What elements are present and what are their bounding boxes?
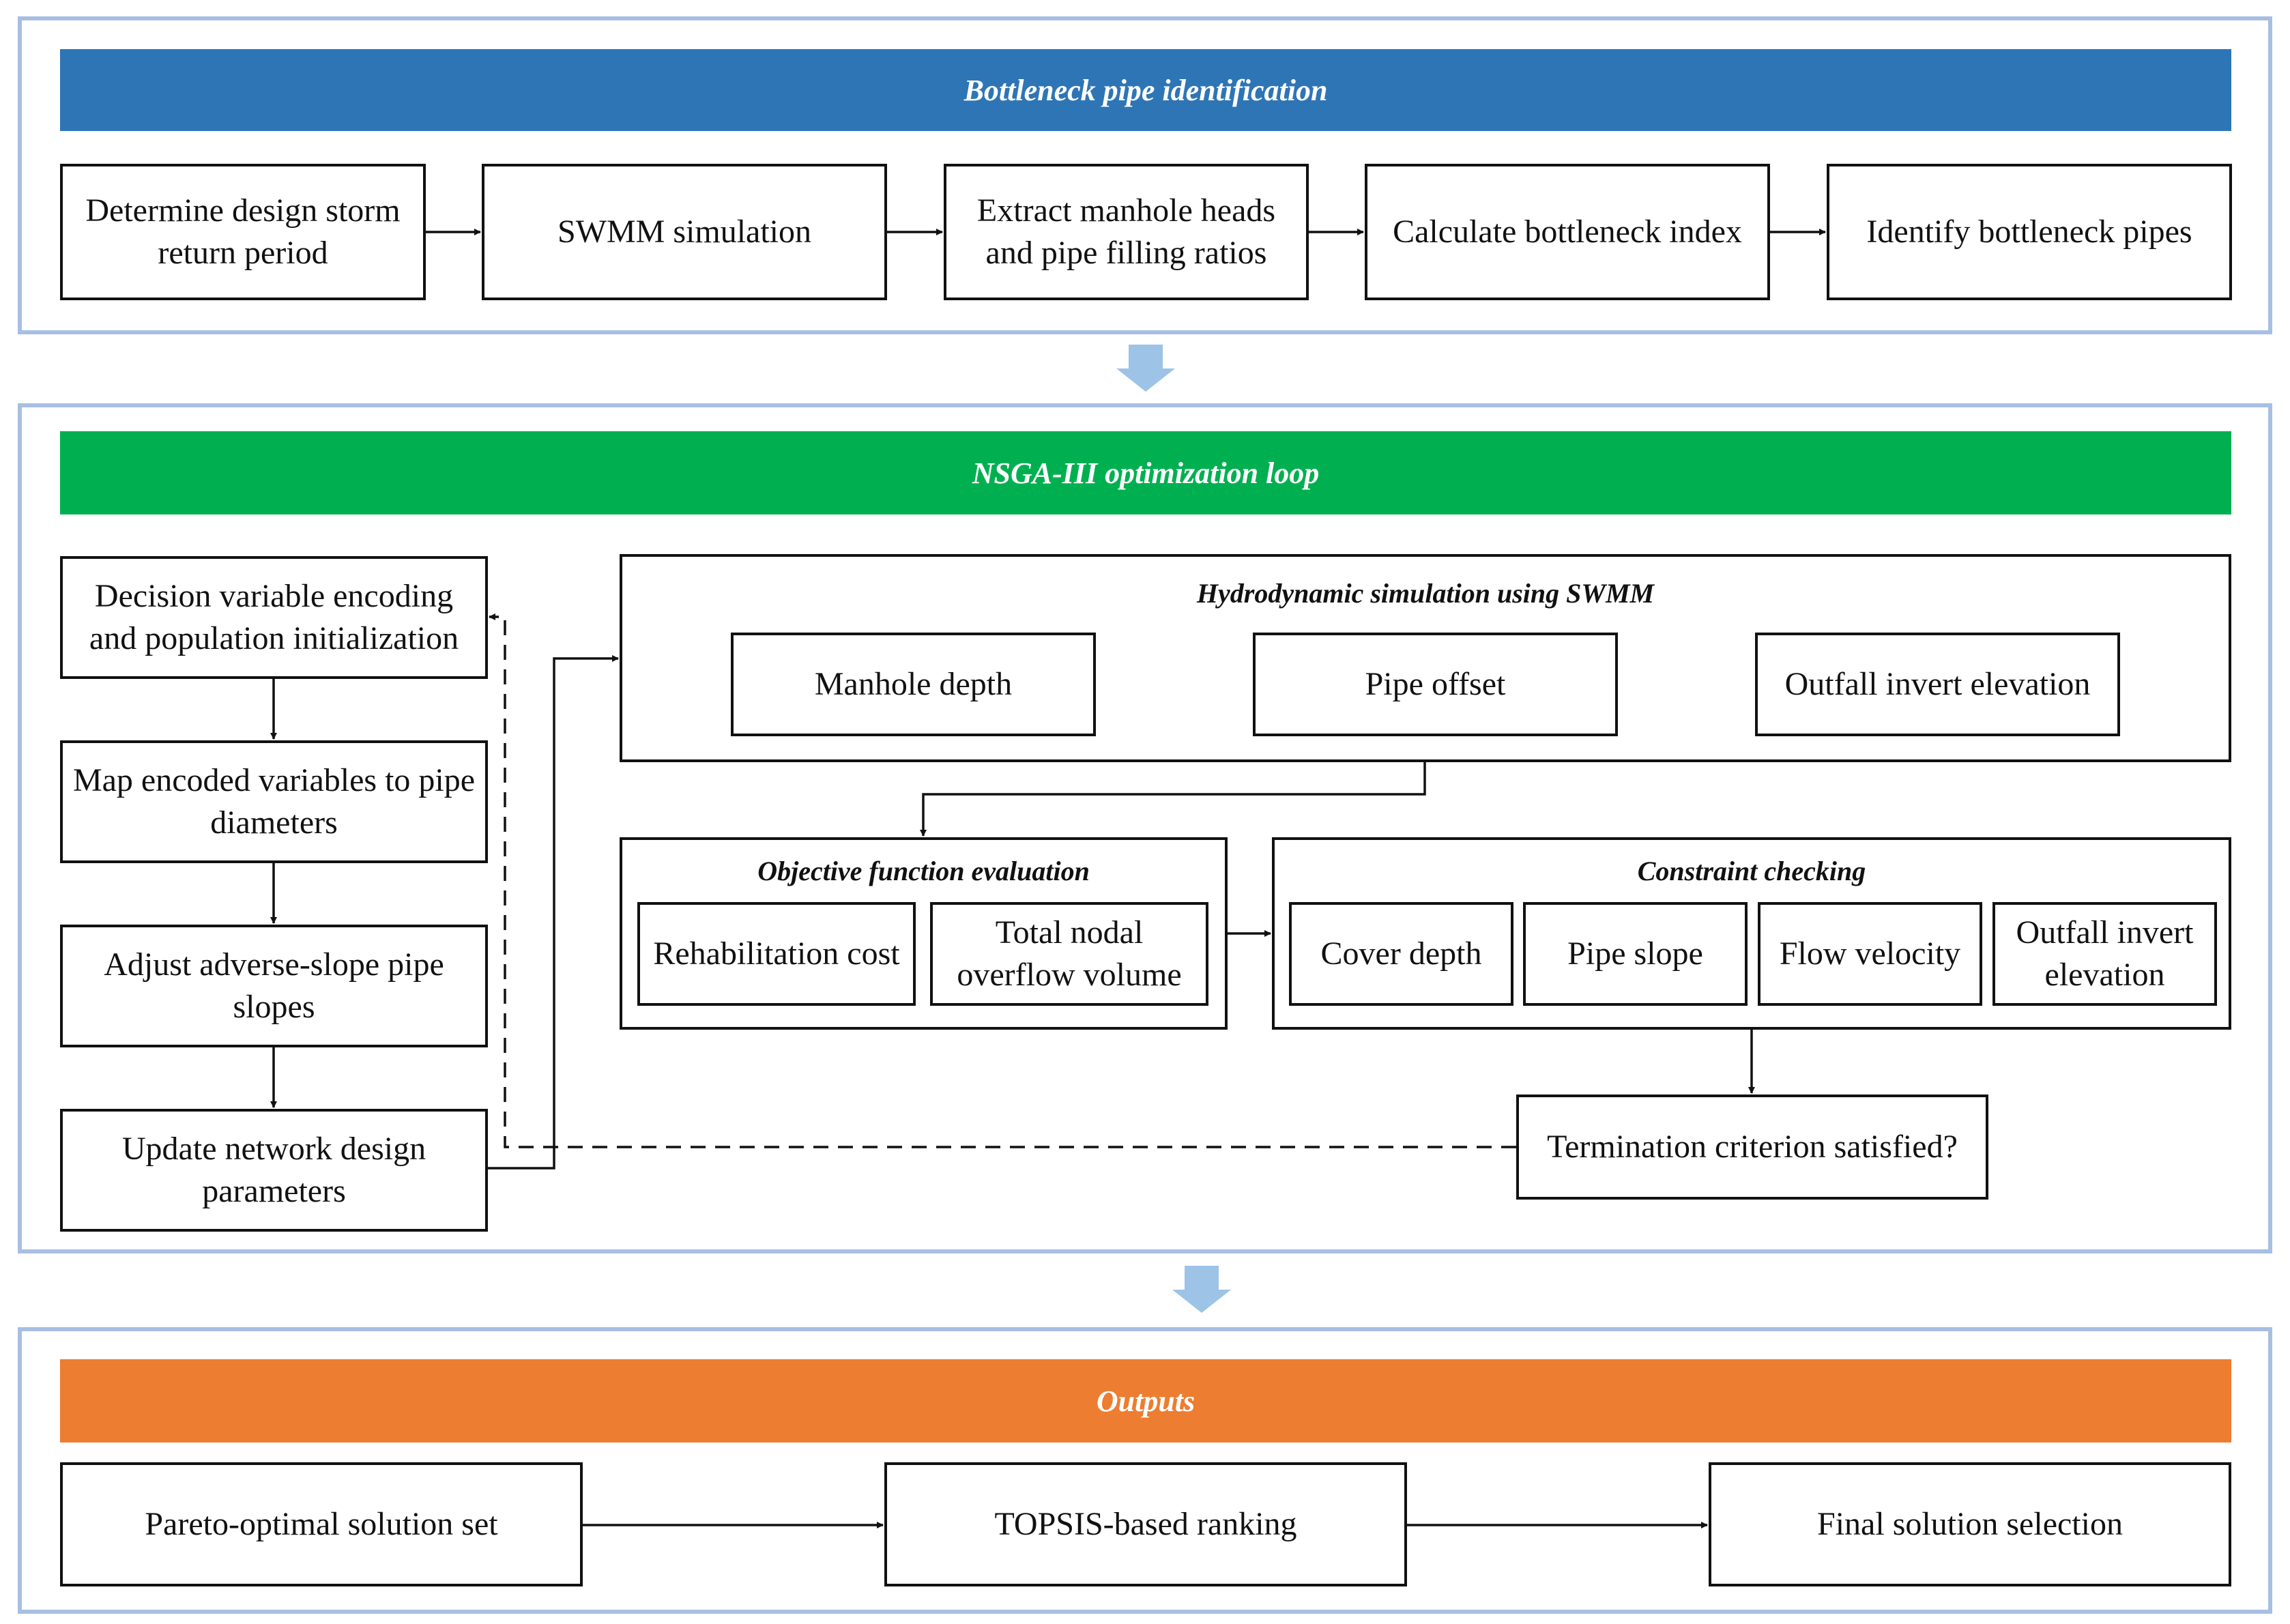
transition-arrow-1: [1116, 345, 1175, 392]
output-topsis-ranking: TOPSIS-based ranking: [884, 1462, 1407, 1586]
step-adjust-slopes: Adjust adverse-slope pipe slopes: [60, 925, 488, 1047]
bottleneck-identification-banner: Bottleneck pipe identification: [60, 49, 2231, 131]
hydro-outfall-invert: Outfall invert elevation: [1755, 633, 2120, 736]
constraint-cover-depth: Cover depth: [1289, 902, 1513, 1006]
constraint-pipe-slope: Pipe slope: [1523, 902, 1748, 1006]
constraint-checking-title: Constraint checking: [1637, 856, 1866, 886]
step-bottleneck-index: Calculate bottleneck index: [1365, 164, 1770, 300]
hydrodynamic-simulation-title: Hydrodynamic simulation using SWMM: [1196, 578, 1655, 609]
step-update-parameters: Update network design parameters: [60, 1109, 488, 1232]
optimization-loop-banner: NSGA-III optimization loop: [60, 431, 2231, 514]
step-extract-heads: Extract manhole heads and pipe filling r…: [944, 164, 1309, 300]
objective-rehab-cost: Rehabilitation cost: [637, 902, 916, 1006]
objective-overflow-volume: Total nodal overflow volume: [930, 902, 1208, 1006]
outputs-banner: Outputs: [60, 1359, 2231, 1442]
step-map-diameters: Map encoded variables to pipe diameters: [60, 740, 488, 863]
step-encoding-init: Decision variable encoding and populatio…: [60, 556, 488, 679]
constraint-outfall-invert: Outfall invert elevation: [1992, 902, 2217, 1006]
output-final-selection: Final solution selection: [1709, 1462, 2231, 1586]
termination-check: Termination criterion satisfied?: [1516, 1094, 1988, 1200]
step-design-storm: Determine design storm return period: [60, 164, 426, 300]
output-pareto-set: Pareto-optimal solution set: [60, 1462, 583, 1586]
step-identify-pipes: Identify bottleneck pipes: [1827, 164, 2232, 300]
hydro-manhole-depth: Manhole depth: [731, 633, 1096, 736]
step-swmm-simulation: SWMM simulation: [482, 164, 887, 300]
hydro-pipe-offset: Pipe offset: [1253, 633, 1618, 736]
transition-arrow-2: [1172, 1266, 1231, 1313]
constraint-flow-velocity: Flow velocity: [1758, 902, 1982, 1006]
objective-evaluation-title: Objective function evaluation: [757, 856, 1090, 886]
